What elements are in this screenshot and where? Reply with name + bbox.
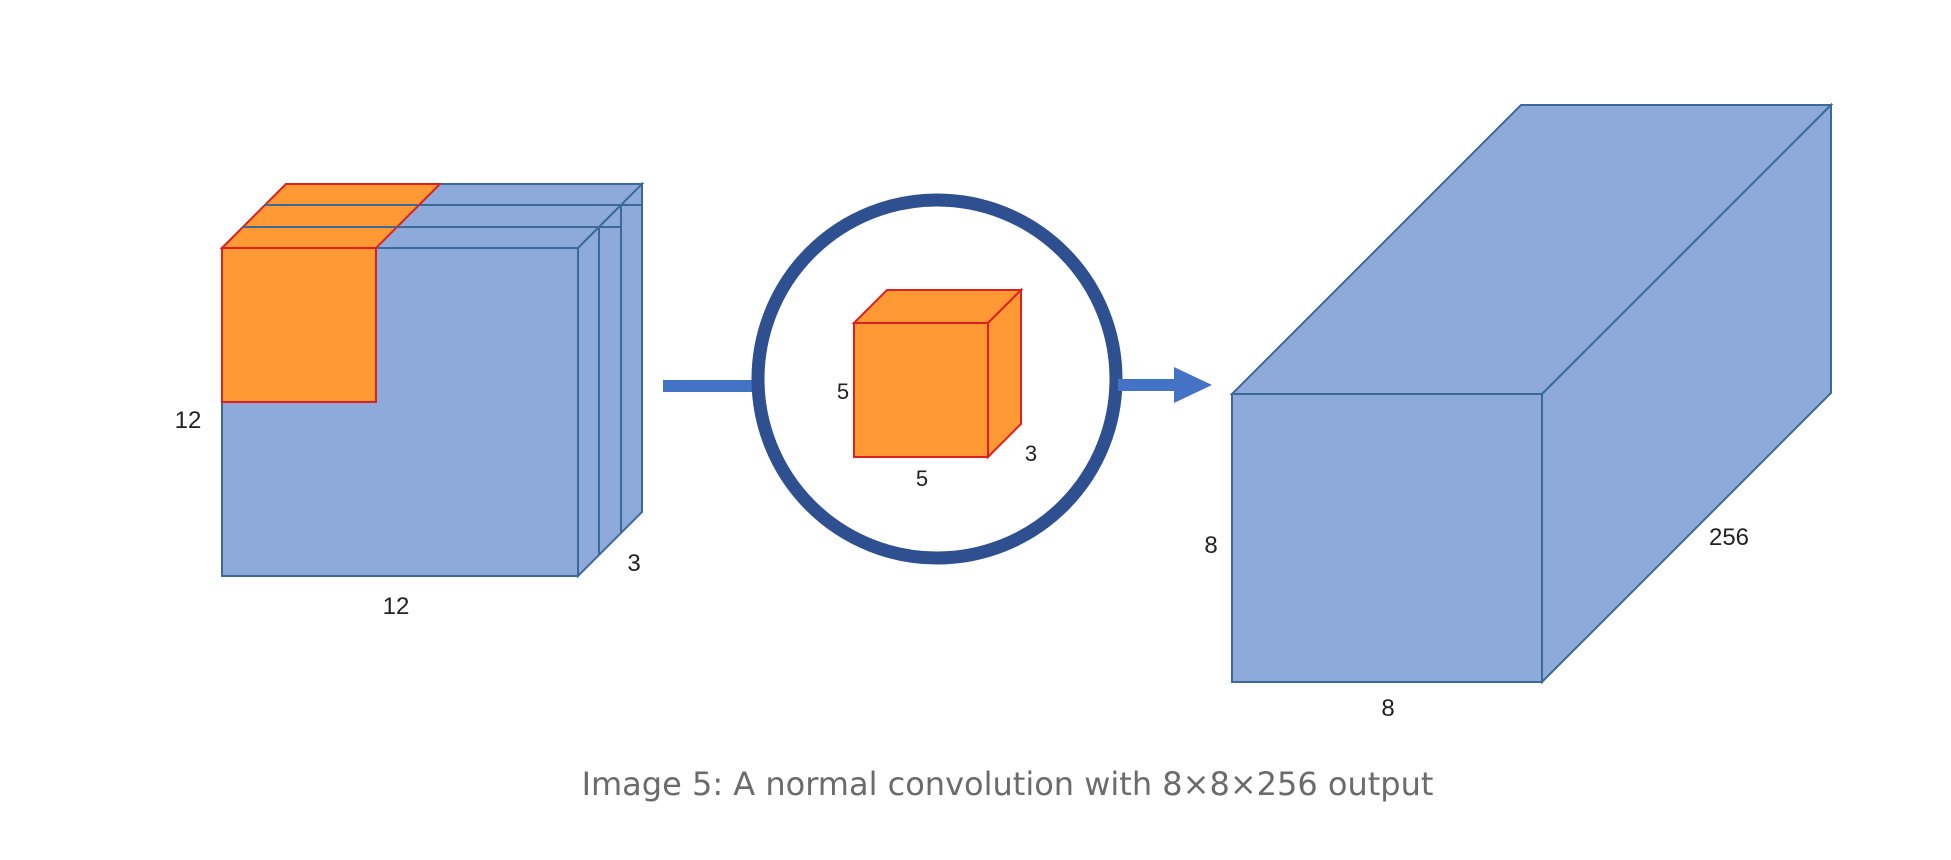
- output-height-label: 8: [1204, 532, 1217, 559]
- kernel-cube: [851, 287, 1024, 460]
- input-volume-right-face: [577, 181, 643, 579]
- kernel-front-face: [853, 322, 989, 458]
- output-depth-label: 256: [1709, 524, 1749, 551]
- output-width-label: 8: [1381, 695, 1394, 722]
- input-width-label: 12: [383, 593, 410, 620]
- output-volume: [1229, 102, 1834, 685]
- kernel-right-face: [987, 287, 1022, 460]
- kernel-height-label: 5: [837, 379, 849, 404]
- receptive-field-front-face: [221, 247, 377, 403]
- output-arrow: [1118, 367, 1212, 403]
- output-volume-front-face: [1231, 393, 1543, 683]
- receptive-field: [219, 183, 443, 403]
- kernel-depth-label: 3: [1025, 441, 1037, 466]
- figure-caption: Image 5: A normal convolution with 8×8×2…: [581, 765, 1434, 803]
- input-height-label: 12: [175, 407, 202, 434]
- kernel-width-label: 5: [916, 466, 928, 491]
- input-depth-label: 3: [627, 550, 640, 577]
